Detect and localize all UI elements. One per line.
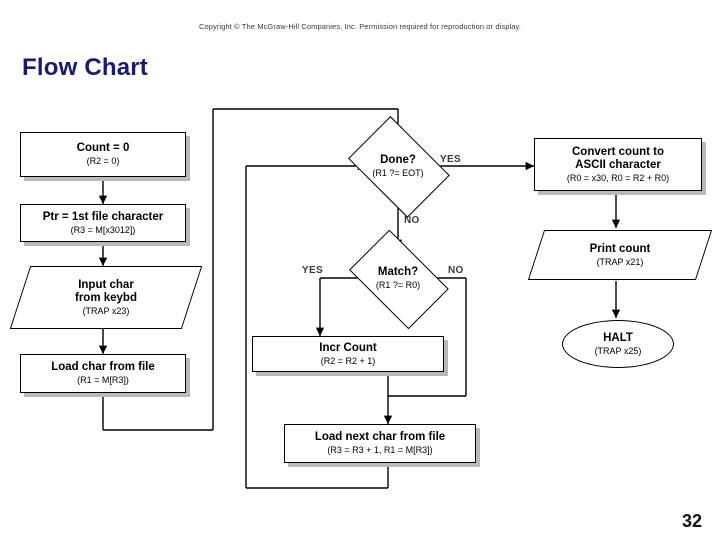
- node-title: Print count: [589, 242, 651, 255]
- node-convert-count: Convert count to ASCII character (R0 = x…: [534, 138, 702, 191]
- edge-label-done-no: NO: [404, 215, 420, 226]
- node-match-decision: Match? (R1 ?= R0): [344, 229, 452, 329]
- node-title: Ptr = 1st file character: [42, 210, 164, 223]
- node-subtitle: (R1 ?= R0): [375, 279, 421, 290]
- node-subtitle: (TRAP x21): [596, 256, 644, 267]
- node-title: Match?: [377, 265, 419, 278]
- node-subtitle: (R3 = R3 + 1, R1 = M[R3]): [327, 445, 433, 455]
- page-title: Flow Chart: [22, 54, 148, 81]
- flow-chart-connectors: [98, 108, 621, 489]
- edge-label-done-yes: YES: [440, 154, 461, 165]
- node-subtitle: (R1 = M[R3]): [77, 375, 129, 385]
- slide-number: 32: [681, 511, 702, 531]
- node-halt: HALT (TRAP x25): [562, 320, 674, 368]
- node-subtitle: (R3 = M[x3012]): [70, 224, 136, 235]
- node-load-char: Load char from file (R1 = M[R3]): [20, 354, 186, 393]
- node-subtitle: (TRAP x25): [594, 345, 642, 356]
- flow-chart-diagram: Count = 0 (R2 = 0) Ptr = 1st file charac…: [0, 100, 720, 500]
- edge-label-match-yes: YES: [302, 265, 323, 276]
- node-title: Incr Count: [319, 341, 377, 354]
- node-count-init: Count = 0 (R2 = 0): [20, 132, 186, 177]
- node-subtitle: (R0 = x30, R0 = R2 + R0): [566, 172, 670, 183]
- node-title: Load next char from file: [314, 431, 446, 443]
- node-title: Load char from file: [51, 361, 155, 373]
- node-incr-count: Incr Count (R2 = R2 + 1): [252, 336, 444, 372]
- node-subtitle: (R1 ?= EOT): [372, 167, 424, 178]
- node-done-decision: Done? (R1 ?= EOT): [344, 116, 452, 218]
- node-ptr-init: Ptr = 1st file character (R3 = M[x3012]): [20, 204, 186, 242]
- node-subtitle: (R2 = 0): [86, 156, 120, 166]
- node-load-next-char: Load next char from file (R3 = R3 + 1, R…: [284, 424, 476, 463]
- node-input-char: Input char from keybd (TRAP x23): [9, 266, 203, 329]
- node-subtitle: (R2 = R2 + 1): [320, 355, 376, 366]
- node-title: Input char from keybd: [75, 278, 137, 304]
- copyright-notice: Copyright © The McGraw-Hill Companies, I…: [198, 22, 522, 31]
- node-subtitle: (TRAP x23): [82, 305, 130, 316]
- node-title: Convert count to ASCII character: [572, 145, 664, 171]
- edge-label-match-no: NO: [448, 265, 464, 276]
- node-title: Done?: [380, 153, 416, 166]
- node-title: HALT: [603, 331, 633, 344]
- node-print-count: Print count (TRAP x21): [527, 230, 713, 280]
- node-title: Count = 0: [76, 142, 130, 154]
